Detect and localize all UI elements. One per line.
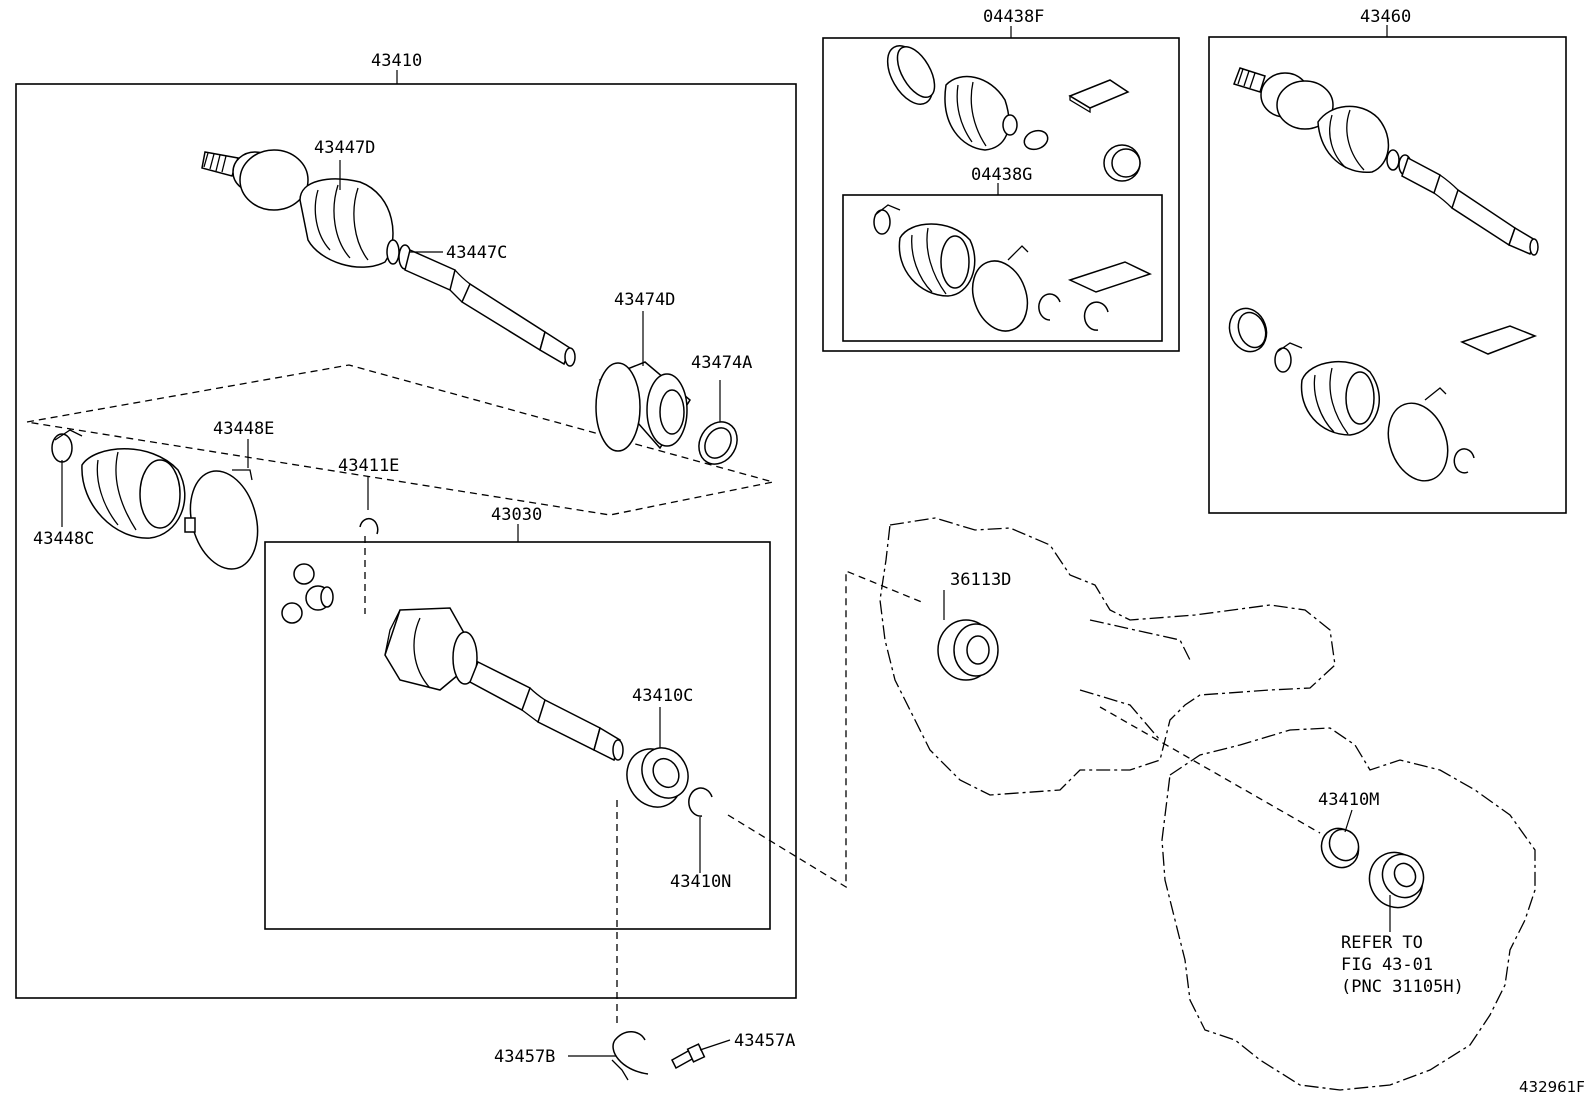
leader-lines <box>61 160 1391 1057</box>
label-43410M: 43410M <box>1318 790 1379 810</box>
snap-ring-43410N-icon <box>688 787 713 817</box>
label-43460: 43460 <box>1360 7 1411 27</box>
label-43411E: 43411E <box>338 456 399 476</box>
label-04438G: 04438G <box>971 165 1032 185</box>
clip-43457B-icon <box>611 1031 649 1081</box>
oil-seal-31105H-icon <box>1368 851 1425 909</box>
label-04438F: 04438F <box>983 7 1044 27</box>
transmission-case-icon <box>1161 727 1536 1091</box>
part-labels: 43410 43447D 43447C 43474D 43474A 43448E… <box>33 7 1585 1096</box>
snap-ring-43411E-icon <box>359 517 379 535</box>
label-43457B: 43457B <box>494 1047 555 1067</box>
frame-43460 <box>1208 25 1567 514</box>
oil-seal-36113D-icon <box>937 619 999 681</box>
guide-lines <box>364 536 1321 1028</box>
label-43447D: 43447D <box>314 138 375 158</box>
bolt-43457A-icon <box>671 1043 706 1070</box>
tripod-housing-43474D-icon <box>595 361 691 452</box>
frame-04438G <box>842 183 1163 342</box>
label-43030: 43030 <box>491 505 542 525</box>
drive-shaft-43460-icon <box>1233 67 1539 256</box>
bearing-43410C-icon <box>626 747 689 808</box>
drive-shaft-43410-icon <box>201 149 576 367</box>
boot-group-dashed-outline <box>26 364 774 516</box>
inner-boot-43448-icon <box>51 429 259 570</box>
boot-kit-43460-icon <box>1228 307 1538 482</box>
bearing-43410M-icon <box>1320 827 1360 869</box>
label-43410: 43410 <box>371 51 422 71</box>
label-43474D: 43474D <box>614 290 675 310</box>
boot-kit-04438F-icon <box>886 45 1141 182</box>
boot-kit-04438G-icon <box>873 204 1152 332</box>
frame-04438F <box>822 26 1180 352</box>
figure-id: 432961F <box>1519 1078 1585 1096</box>
label-43457A: 43457A <box>734 1031 795 1051</box>
snap-ring-43474A-icon <box>698 421 738 465</box>
label-43474A: 43474A <box>691 353 752 373</box>
label-36113D: 36113D <box>950 570 1011 590</box>
label-43410N: 43410N <box>670 872 731 892</box>
label-43410C: 43410C <box>632 686 693 706</box>
label-43447C: 43447C <box>446 243 507 263</box>
label-43448C: 43448C <box>33 529 94 549</box>
frame-43410 <box>15 70 797 999</box>
inner-shaft-43030-icon <box>281 563 624 762</box>
refer-note-line2: FIG 43-01 <box>1341 955 1433 975</box>
refer-note-line1: REFER TO <box>1341 933 1423 953</box>
refer-note-line3: (PNC 31105H) <box>1341 977 1464 997</box>
differential-housing-icon <box>879 517 1336 796</box>
frame-43030 <box>264 524 771 930</box>
label-43448E: 43448E <box>213 419 274 439</box>
